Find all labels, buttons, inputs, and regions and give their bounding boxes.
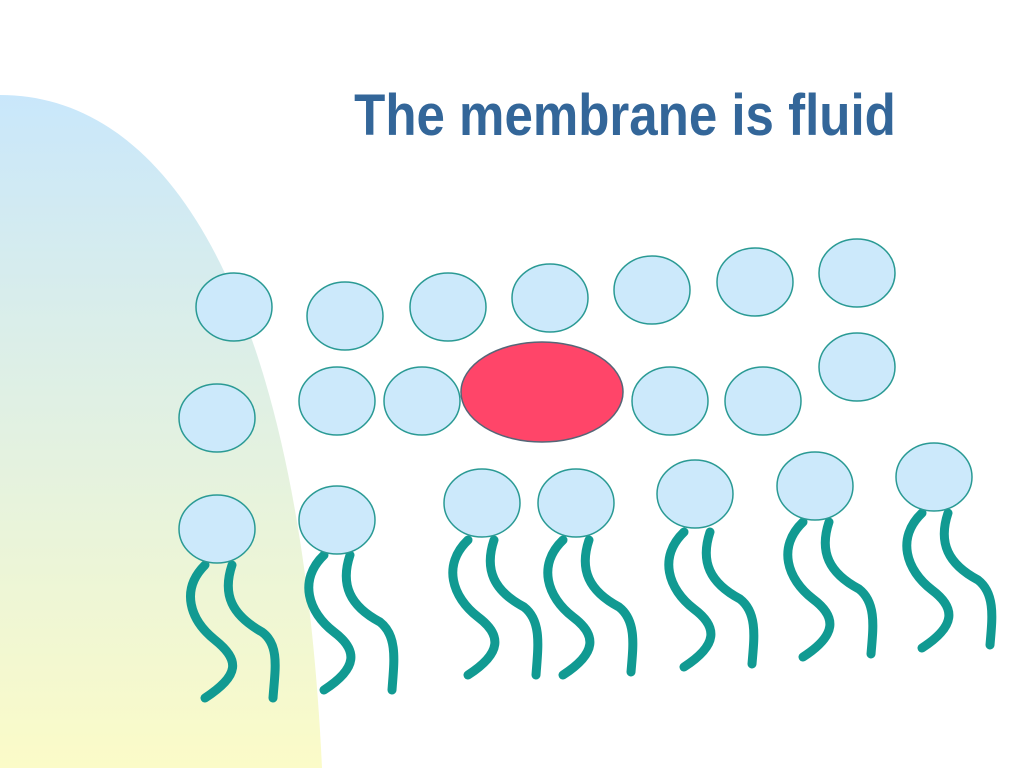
phospholipid-head	[298, 485, 376, 555]
lipid-tails	[186, 508, 997, 703]
background-arc	[0, 95, 322, 768]
phospholipid-head	[383, 366, 461, 436]
lipid-tail	[448, 535, 500, 680]
lipid-tail	[485, 535, 543, 680]
lipid-tail	[902, 508, 954, 653]
phospholipid-head	[537, 468, 615, 538]
lipid-tail	[304, 550, 356, 695]
lipid-tail	[701, 527, 759, 669]
phospholipid-head	[818, 332, 896, 402]
phospholipid-head	[178, 383, 256, 453]
membrane-protein	[460, 341, 624, 443]
phospholipid-head	[613, 255, 691, 325]
phospholipid-head	[776, 451, 854, 521]
lipid-tail	[783, 517, 835, 662]
lipid-tail	[820, 517, 878, 659]
lipid-tail	[939, 508, 997, 650]
phospholipid-heads	[178, 238, 973, 564]
lipid-tail	[580, 535, 638, 677]
lipid-tail	[223, 560, 280, 703]
slide-title: The membrane is fluid	[354, 83, 896, 148]
phospholipid-head	[178, 494, 256, 564]
phospholipid-head	[195, 272, 273, 342]
phospholipid-head	[306, 281, 384, 351]
phospholipid-head	[716, 247, 794, 317]
phospholipid-head	[895, 442, 973, 512]
phospholipid-head	[656, 459, 734, 529]
phospholipid-head	[511, 263, 589, 333]
phospholipid-head	[298, 366, 376, 436]
lipid-tail	[664, 527, 716, 672]
phospholipid-head	[443, 468, 521, 538]
phospholipid-head	[818, 238, 896, 308]
lipid-tail	[543, 535, 595, 680]
phospholipid-head	[631, 366, 709, 436]
phospholipid-head	[724, 366, 802, 436]
lipid-tail	[186, 560, 237, 703]
lipid-tail	[341, 550, 399, 695]
phospholipid-head	[409, 272, 487, 342]
